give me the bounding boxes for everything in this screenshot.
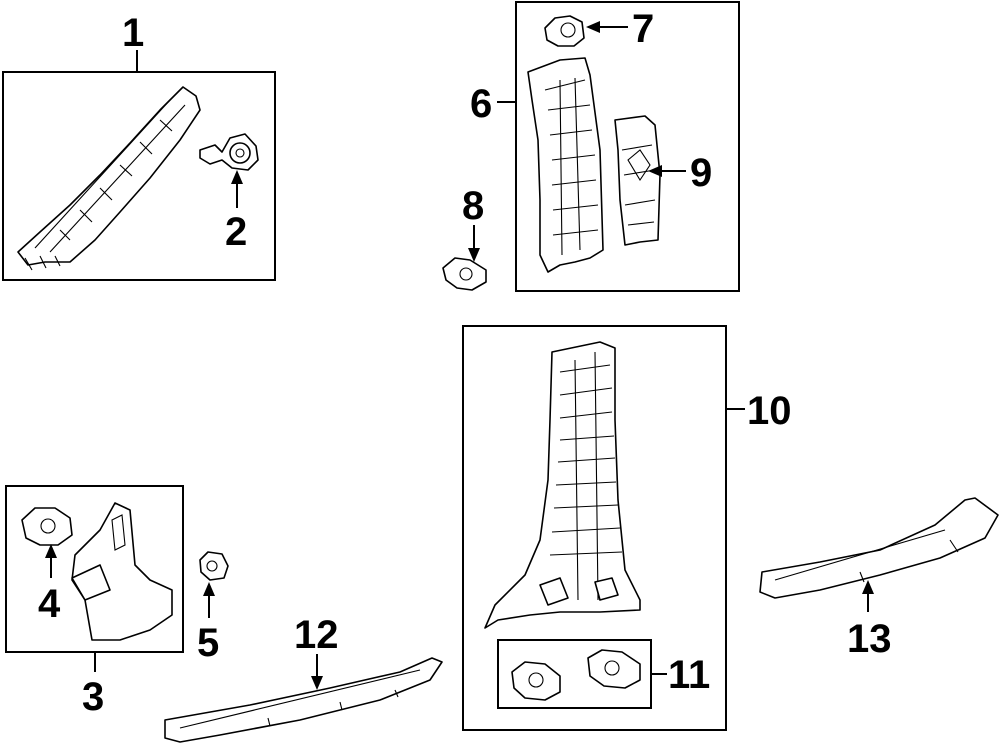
clip-7 [544,15,585,47]
callout-6: 6 [470,82,492,126]
callout-10: 10 [747,389,792,433]
callout-2: 2 [225,210,247,254]
clip-5 [199,551,229,581]
clip-2 [199,133,259,171]
clip-11a [511,661,561,701]
group-box-1 [2,71,276,281]
clip-11b [587,649,641,689]
b-pillar-lower-trim [484,341,641,629]
group-box-6 [515,1,740,292]
callout-9: 9 [690,151,712,195]
callout-11: 11 [668,653,710,697]
b-pillar-upper-trim [527,57,604,273]
scuff-plate-13 [759,497,999,599]
group-box-10 [462,325,727,731]
clip-4 [21,507,73,546]
a-pillar-trim [17,86,201,271]
callout-5: 5 [197,621,219,665]
callout-4: 4 [38,582,61,626]
b-pillar-panel-9 [614,115,661,246]
callout-13: 13 [847,617,892,661]
callout-1: 1 [122,11,144,55]
kick-panel-3 [71,502,173,641]
clip-8 [442,257,487,291]
callout-3: 3 [82,675,104,719]
callout-8: 8 [462,184,484,228]
callout-7: 7 [632,7,654,51]
callout-12: 12 [294,613,339,657]
scuff-plate-12 [164,657,443,743]
